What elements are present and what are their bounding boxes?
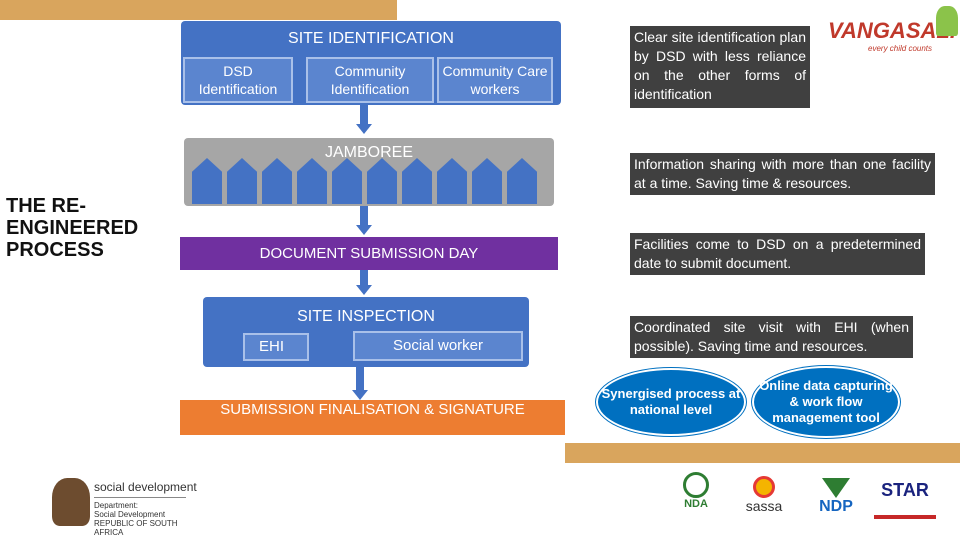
flow-arrow-stem [360,105,368,125]
synergised-process-oval: Synergised process at national level [596,368,746,436]
ndp-chevron-icon [822,478,850,498]
vangasali-logo: VANGASALI every child counts [828,6,958,64]
online-data-capturing-oval: Online data capturing & work flow manage… [752,366,900,438]
house-icon [262,158,292,204]
sassa-logo: sassa [736,476,792,524]
house-icon [192,158,222,204]
flow-arrow-stem [356,367,364,391]
bottom-accent-bar [565,443,960,463]
flow-arrow-head [352,390,368,400]
note-jamboree: Information sharing with more than one f… [630,153,935,195]
ndp-logo: NDP [810,478,862,524]
star-text: STAR [881,480,929,500]
note-document-day: Facilities come to DSD on a predetermine… [630,233,925,275]
jamboree-panel: JAMBOREE [184,138,554,206]
coat-of-arms-icon [52,478,90,526]
submission-finalisation-label: SUBMISSION FINALISATION & SIGNATURE [220,401,525,418]
house-icon [297,158,327,204]
house-icon [227,158,257,204]
flow-arrow-stem [360,270,368,286]
dsd-logo: social development Department: Social De… [94,480,204,537]
note-site-identification: Clear site identification plan by DSD wi… [630,26,810,108]
document-submission-day-box: DOCUMENT SUBMISSION DAY [180,237,558,270]
social-worker-box: Social worker [353,331,523,361]
house-icon [507,158,537,204]
site-inspection-label: SITE INSPECTION [297,308,435,325]
sassa-emblem-icon [753,476,775,498]
house-icon [402,158,432,204]
house-icon [472,158,502,204]
vangasali-logo-text: VANGASALI [828,18,956,43]
dsd-divider [94,497,186,498]
dsd-sub2: Social Development [94,510,166,519]
community-care-workers-box: Community Care workers [437,57,553,103]
dsd-sub3: REPUBLIC OF SOUTH AFRICA [94,519,178,537]
site-identification-label: SITE IDENTIFICATION [288,30,454,47]
submission-finalisation-box: SUBMISSION FINALISATION & SIGNATURE [180,400,565,435]
sassa-text: sassa [745,498,783,514]
house-icon [437,158,467,204]
flow-arrow-head [356,225,372,235]
hand-icon [936,6,958,36]
nda-logo: NDA [676,472,716,526]
nda-circle-icon [683,472,709,498]
vangasali-tagline: every child counts [868,44,933,53]
jamboree-label: JAMBOREE [324,144,413,161]
flow-arrow-stem [360,206,368,226]
page-title: THE RE-ENGINEERED PROCESS [6,195,139,261]
ehi-box: EHI [243,333,309,361]
dsd-identification-box: DSD Identification [183,57,293,103]
ndp-text: NDP [819,498,853,515]
note-site-inspection: Coordinated site visit with EHI (when po… [630,316,913,358]
star-logo: STAR [874,480,936,524]
dsd-name: social development [94,480,197,494]
flow-arrow-head [356,124,372,134]
dsd-sub1: Department: [94,501,139,510]
flow-arrow-head [356,285,372,295]
community-identification-box: Community Identification [306,57,434,103]
nda-text: NDA [684,498,708,510]
top-accent-bar [0,0,397,20]
house-icon [367,158,397,204]
house-icon [332,158,362,204]
star-strip [874,515,936,519]
